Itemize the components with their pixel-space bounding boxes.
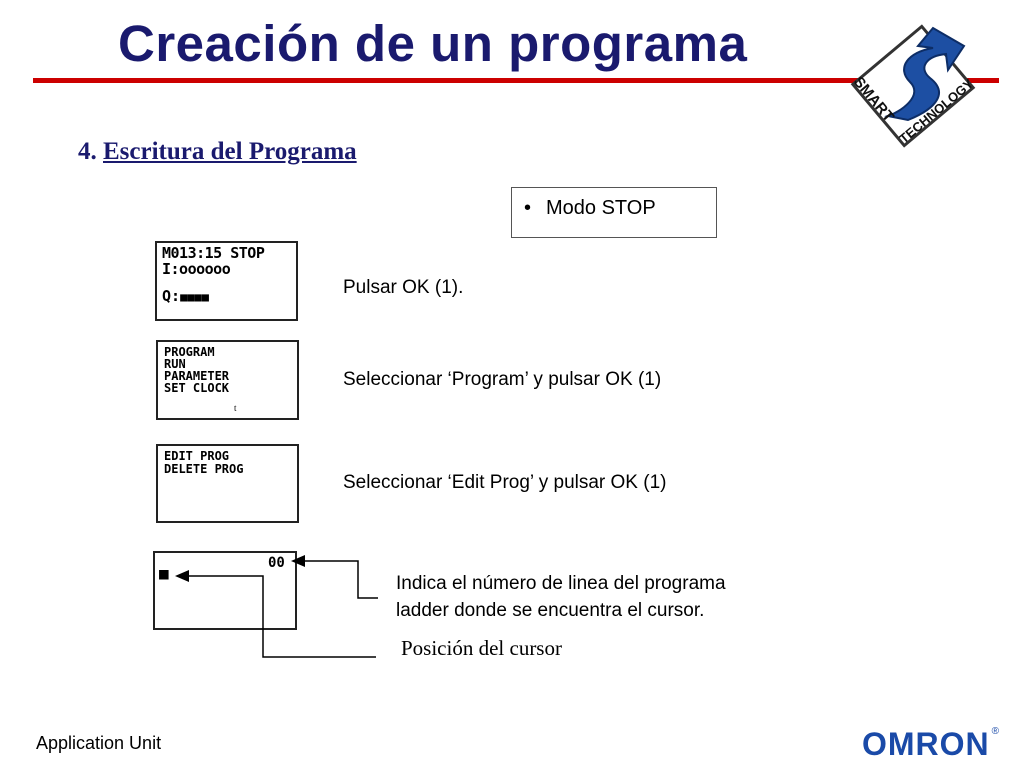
- lcd-status-screen: M013:15 STOP I:oooooo Q:■■■■: [155, 241, 298, 321]
- lcd-menu-item: RUN: [164, 357, 186, 371]
- lcd-menu-mark: t: [234, 403, 237, 413]
- instruction-step-1: Pulsar OK (1).: [343, 277, 464, 298]
- section-number: 4.: [78, 138, 97, 165]
- lcd-edit-item: EDIT PROG: [164, 449, 230, 463]
- smart-technology-logo: SMART TECHNOLOGY: [850, 24, 976, 148]
- omron-logo: OMRON®: [862, 726, 1000, 763]
- lcd-status-line-1: M013:15 STOP: [162, 244, 265, 262]
- line-number-note-line-1: Indica el número de linea del programa: [396, 573, 726, 594]
- cursor-position-label: Posición del cursor: [401, 636, 562, 660]
- lcd-status-line-3: Q:■■■■: [162, 289, 209, 304]
- lcd-menu-screen: PROGRAM RUN PARAMETER SET CLOCK t: [156, 340, 299, 420]
- omron-wordmark: OMRON: [862, 726, 990, 762]
- lcd-menu-item: PARAMETER: [164, 369, 230, 383]
- lcd-menu-item: PROGRAM: [164, 345, 215, 359]
- lcd-line-number: 00: [268, 555, 285, 571]
- line-number-arrow-line: [302, 560, 378, 599]
- lcd-status-line-2: I:oooooo: [162, 260, 231, 278]
- line-number-note-line-2: ladder donde se encuentra el cursor.: [396, 600, 705, 621]
- title-divider: [33, 78, 999, 83]
- lcd-cursor: ■: [159, 564, 169, 583]
- lcd-q-label: Q:: [162, 287, 181, 305]
- lcd-q-block: ■: [180, 290, 188, 304]
- lcd-q-block: ■: [194, 290, 202, 304]
- mode-label: Modo STOP: [546, 197, 656, 219]
- bullet-icon: •: [524, 197, 532, 219]
- lcd-edit-screen: EDIT PROG DELETE PROG: [156, 444, 299, 523]
- instruction-step-3: Seleccionar ‘Edit Prog’ y pulsar OK (1): [343, 472, 667, 493]
- section-title: Escritura del Programa: [103, 138, 357, 165]
- lcd-menu-item: SET CLOCK: [164, 381, 230, 395]
- lcd-edit-item: DELETE PROG: [164, 462, 244, 476]
- footer-label: Application Unit: [36, 733, 162, 753]
- instruction-step-2: Seleccionar ‘Program’ y pulsar OK (1): [343, 369, 662, 390]
- mode-box: • Modo STOP: [511, 187, 717, 238]
- section-heading: 4. Escritura del Programa: [78, 138, 357, 166]
- line-number-note: Indica el número de linea del programa l…: [396, 570, 726, 624]
- registered-mark: ®: [991, 726, 1001, 737]
- lcd-ladder-screen: 00 ■: [153, 551, 297, 630]
- page-title: Creación de un programa: [118, 15, 748, 72]
- lcd-q-block: ■: [201, 290, 209, 304]
- lcd-q-block: ■: [187, 290, 195, 304]
